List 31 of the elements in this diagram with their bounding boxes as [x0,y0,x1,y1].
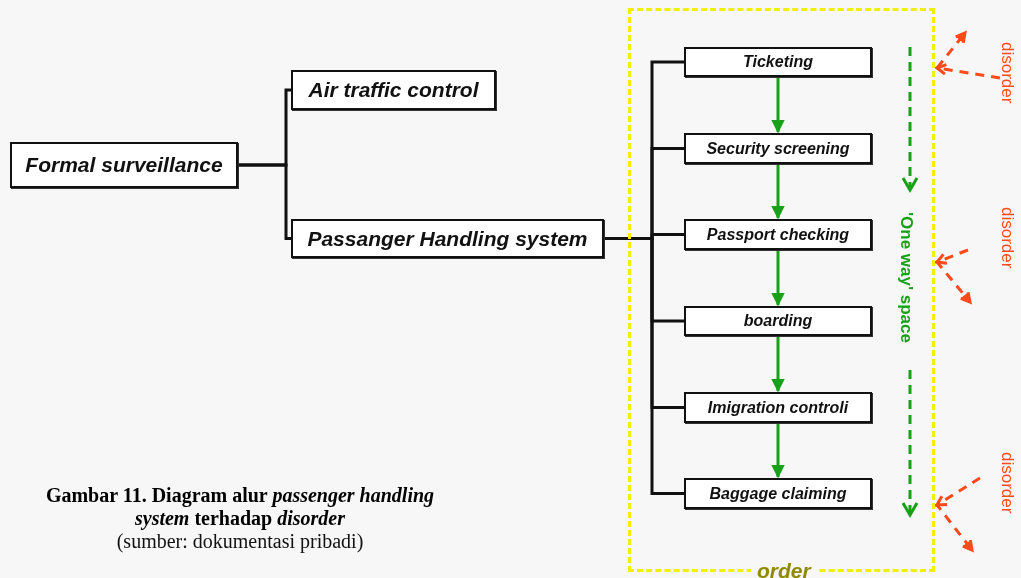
process-box [10,142,238,188]
flow-arrow [771,423,785,479]
node-label: Security screening [706,139,850,158]
disorder-label: disorder [999,207,1016,269]
node-label: Air traffic control [308,78,479,102]
node-label: Ticketing [743,53,813,71]
node-label: boarding [743,312,813,330]
process-box [684,47,872,77]
connector-line [238,163,291,240]
flow-arrow [771,77,785,134]
process-box [684,219,872,250]
process-box [684,133,872,164]
disorder-label: disorder [999,42,1016,104]
one-way-space-label: 'One way' space [898,212,915,343]
process-box [291,70,496,110]
region-label: order [751,560,817,578]
flow-arrow [771,250,785,307]
source-note: (sumber: dokumentasi pribadi) [115,530,365,553]
node-label: Passport checking [706,225,850,244]
node-label: Passanger Handling system [307,226,588,251]
disorder-label: disorder [999,452,1016,514]
process-box [684,478,872,509]
flow-arrow [771,164,785,220]
figure-caption: Gambar 11. Diagram alur passenger handling system terhadap disorder [44,484,436,530]
process-box [684,392,872,423]
process-box [684,306,872,336]
node-label: Baggage claiming [709,484,847,503]
process-box [291,219,604,258]
node-label: Formal surveillance [25,153,223,177]
flow-arrow [771,336,785,393]
node-label: Imigration controli [707,398,849,417]
